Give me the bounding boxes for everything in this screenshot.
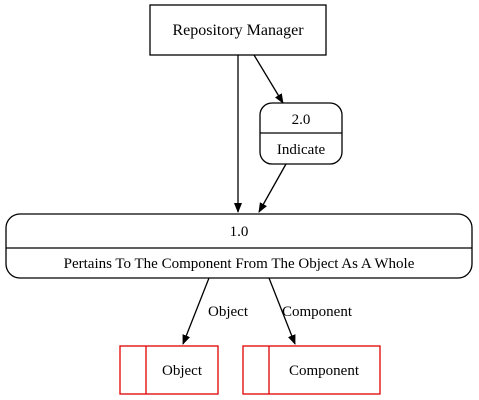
entity-repository-manager: Repository Manager [149, 4, 327, 56]
flow-label-component: Component [282, 304, 353, 320]
data-store-component-label: Component [289, 363, 360, 379]
flow-entity-to-process-2 [253, 54, 284, 104]
process-2-0: 2.0 Indicate [259, 102, 343, 165]
process-1-0-id: 1.0 [230, 224, 249, 240]
process-1-0-label: Pertains To The Component From The Objec… [64, 256, 415, 272]
flow-process-1-to-object-store [182, 277, 210, 345]
flow-label-object: Object [208, 304, 249, 320]
flow-process-2-to-process-1 [258, 163, 287, 213]
data-store-component: Component [242, 345, 381, 395]
data-store-object-label: Object [162, 363, 203, 379]
process-1-0: 1.0 Pertains To The Component From The O… [5, 213, 473, 279]
process-2-0-label: Indicate [277, 142, 326, 158]
flow-process-1-to-component-store [268, 277, 296, 345]
data-store-object: Object [119, 345, 219, 395]
process-2-0-id: 2.0 [292, 112, 311, 128]
entity-label: Repository Manager [172, 22, 304, 39]
